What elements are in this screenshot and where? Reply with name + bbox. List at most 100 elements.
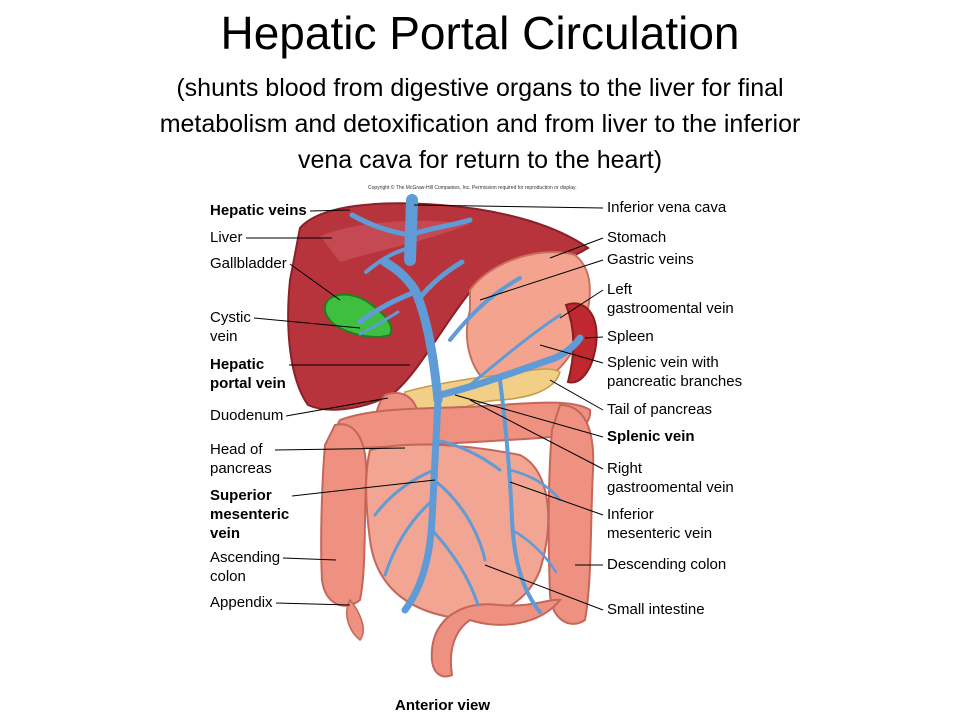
- label-stomach: Stomach: [607, 228, 666, 247]
- leader-line: [469, 399, 604, 470]
- sigmoid-colon-shape: [430, 598, 562, 678]
- label-gallbladder: Gallbladder: [210, 254, 287, 273]
- label-line: Appendix: [210, 594, 273, 611]
- label-line: Descending colon: [607, 556, 727, 573]
- page-title: Hepatic Portal Circulation: [220, 7, 740, 59]
- leader-line: [285, 397, 389, 417]
- label-splenic-vein-with-pancreatic-branches: Splenic vein with pancreatic branches: [607, 353, 742, 391]
- label-duodenum: Duodenum: [210, 406, 283, 425]
- label-line: Inferior: [607, 506, 654, 523]
- label-small-intestine: Small intestine: [607, 600, 705, 619]
- label-splenic-vein: Splenic vein: [607, 427, 695, 446]
- label-line: Splenic vein with: [607, 354, 719, 371]
- mesenteric-branch: [432, 478, 487, 562]
- label-appendix: Appendix: [210, 593, 273, 612]
- leader-line: [253, 317, 361, 329]
- leader-line: [539, 344, 604, 364]
- leader-line: [309, 209, 351, 212]
- label-inferior-vena-cava: Inferior vena cava: [607, 198, 726, 217]
- label-line: vein: [210, 328, 238, 345]
- label-line: Hepatic: [210, 356, 265, 373]
- label-line: Liver: [210, 229, 243, 246]
- ascending-colon-shape: [320, 423, 368, 607]
- label-left-gastroomental-vein: Left gastroomental vein: [607, 280, 734, 318]
- label-descending-colon: Descending colon: [607, 555, 726, 574]
- hepatic-vein-branch: [349, 212, 413, 238]
- view-caption: Anterior view: [395, 697, 491, 714]
- label-right-gastroomental-vein: Right gastroomental vein: [607, 459, 734, 497]
- label-cystic-vein: Cystic vein: [210, 308, 251, 346]
- label-ascending-colon: Ascending colon: [210, 548, 280, 586]
- veins: [349, 194, 584, 614]
- label-line: mesenteric vein: [607, 525, 713, 542]
- leader-line: [289, 263, 341, 301]
- leader-line: [454, 394, 604, 438]
- subtitle-line: vena cava for return to the heart): [297, 146, 663, 174]
- leader-line: [413, 204, 604, 209]
- leader-line: [274, 447, 406, 451]
- label-line: Spleen: [607, 328, 654, 345]
- label-line: Stomach: [607, 229, 667, 246]
- label-line: Gallbladder: [210, 255, 287, 272]
- leader-line: [282, 557, 337, 561]
- appendix-shape: [346, 598, 364, 642]
- portal-branch: [357, 289, 418, 325]
- descending-colon-shape: [547, 403, 595, 625]
- leader-line: [549, 237, 604, 259]
- label-spleen: Spleen: [607, 327, 654, 346]
- label-line: Small intestine: [607, 601, 705, 618]
- label-line: Superior: [210, 487, 272, 504]
- label-line: Splenic vein: [607, 428, 695, 445]
- leader-lines: [246, 204, 604, 611]
- label-line: mesenteric: [210, 506, 290, 523]
- copyright-notice: Copyright © The McGraw-Hill Companies, I…: [368, 185, 577, 191]
- cystic-vessel: [358, 310, 400, 336]
- small-intestine-shape: [365, 443, 550, 619]
- inferior-mesenteric-vessel: [498, 378, 542, 614]
- page-subtitle: (shunts blood from digestive organs to t…: [40, 70, 920, 178]
- label-hepatic-portal-vein: Hepatic portal vein: [210, 355, 286, 393]
- label-line: Gastric veins: [607, 251, 694, 268]
- label-line: Hepatic veins: [210, 202, 307, 219]
- label-line: gastroomental vein: [607, 300, 734, 317]
- label-hepatic-veins: Hepatic veins: [210, 201, 307, 220]
- mesenteric-branch: [383, 498, 435, 577]
- label-line: Cystic: [210, 309, 251, 326]
- mesenteric-branch: [434, 438, 502, 472]
- label-line: pancreatic branches: [607, 373, 743, 390]
- leader-line: [275, 602, 351, 606]
- label-line: portal vein: [210, 375, 286, 392]
- mesenteric-branch: [510, 528, 558, 574]
- mesenteric-branch: [508, 468, 562, 502]
- label-line: Head of: [210, 441, 263, 458]
- label-line: colon: [210, 568, 246, 585]
- hepatic-portal-vessel: [380, 257, 443, 405]
- leader-line: [584, 336, 604, 339]
- leader-line: [479, 259, 604, 301]
- leader-line: [291, 479, 436, 497]
- label-line: Duodenum: [210, 407, 284, 424]
- splenic-vessel: [436, 334, 584, 399]
- leader-line: [484, 564, 604, 611]
- gastric-vessel: [448, 276, 522, 342]
- subtitle-line: metabolism and detoxification and from l…: [159, 110, 801, 138]
- label-head-of-pancreas: Head of pancreas: [210, 440, 272, 478]
- label-inferior-mesenteric-vein: Inferior mesenteric vein: [607, 505, 712, 543]
- mesenteric-branch: [373, 468, 436, 517]
- label-line: Left: [607, 281, 633, 298]
- label-line: pancreas: [210, 460, 272, 477]
- label-line: Ascending: [210, 549, 281, 566]
- leader-line: [509, 481, 604, 516]
- mesenteric-branch: [430, 528, 480, 607]
- leader-line: [549, 379, 604, 411]
- label-tail-of-pancreas: Tail of pancreas: [607, 400, 712, 419]
- subtitle-line: (shunts blood from digestive organs to t…: [176, 74, 784, 102]
- label-liver: Liver: [210, 228, 243, 247]
- superior-mesenteric-vessel: [401, 396, 442, 614]
- label-line: Tail of pancreas: [607, 401, 713, 418]
- label-line: Right: [607, 460, 643, 477]
- gastroomental-vessel: [468, 313, 562, 387]
- label-line: gastroomental vein: [607, 479, 734, 496]
